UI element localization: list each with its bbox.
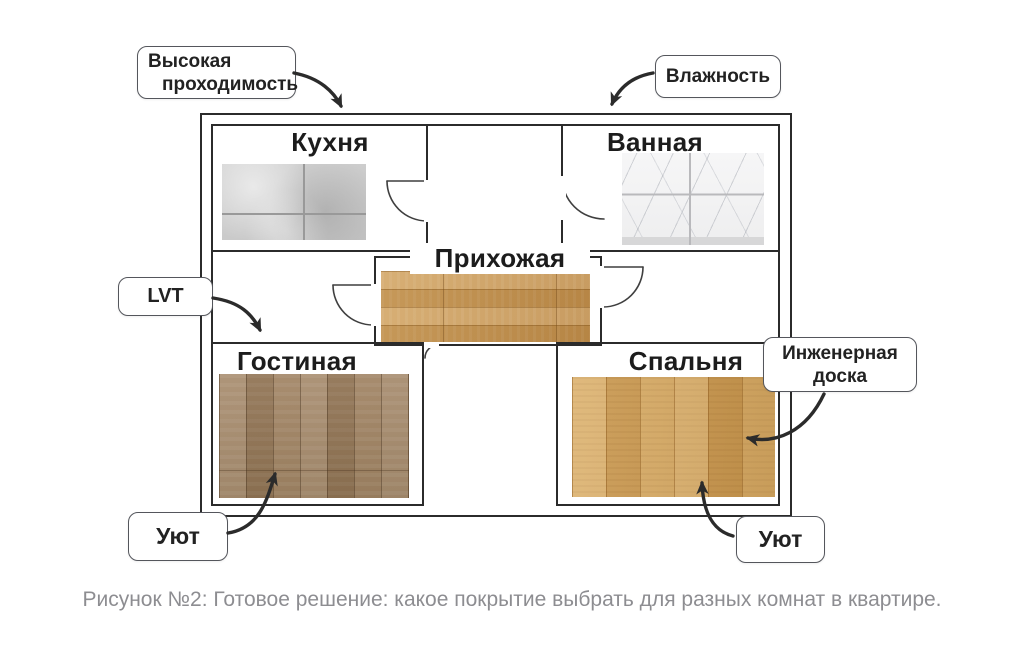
callout-cozy-living-label: Уют xyxy=(156,523,200,549)
callout-high-traffic-line1: Высокая xyxy=(148,50,232,72)
room-label-living: Гостиная xyxy=(237,346,357,376)
callout-humidity: Влажность xyxy=(655,55,781,98)
door-opening-hall-left xyxy=(371,284,378,326)
bathroom-marble-swatch xyxy=(622,153,764,245)
door-opening-hall-bottom xyxy=(424,342,439,348)
bedroom-wood-swatch xyxy=(572,377,775,497)
room-label-bedroom: Спальня xyxy=(628,346,744,376)
door-opening-bathroom xyxy=(559,176,566,220)
room-label-kitchen: Кухня xyxy=(291,127,369,157)
door-opening-hall-right xyxy=(597,266,604,308)
callout-cozy-bedroom-label: Уют xyxy=(758,526,803,552)
figure-caption-text: Рисунок №2: Готовое решение: какое покры… xyxy=(82,588,942,611)
callout-lvt-label: LVT xyxy=(147,285,184,307)
room-label-bathroom: Ванная xyxy=(606,127,704,157)
arrow-humidity xyxy=(610,71,655,107)
hallway-wood-swatch xyxy=(381,271,590,342)
living-wood-swatch xyxy=(219,374,409,498)
door-opening-kitchen xyxy=(424,180,431,222)
callout-cozy-bedroom: Уют xyxy=(736,516,825,563)
room-label-hallway: Прихожая xyxy=(410,243,590,274)
callout-high-traffic-line2: проходимость xyxy=(162,73,299,95)
room-living xyxy=(211,342,424,506)
arrow-high-traffic xyxy=(292,71,343,109)
callout-engineered-board: Инженерная доска xyxy=(763,337,917,392)
callout-high-traffic: Высокая проходимость xyxy=(137,46,299,99)
figure-caption: Рисунок №2: Готовое решение: какое покры… xyxy=(0,585,1024,614)
callout-lvt: LVT xyxy=(118,277,213,316)
callout-engineered-board-label: Инженерная доска xyxy=(782,342,898,387)
callout-humidity-label: Влажность xyxy=(665,66,771,87)
callout-cozy-living: Уют xyxy=(128,512,228,561)
kitchen-tile-swatch xyxy=(222,164,366,240)
